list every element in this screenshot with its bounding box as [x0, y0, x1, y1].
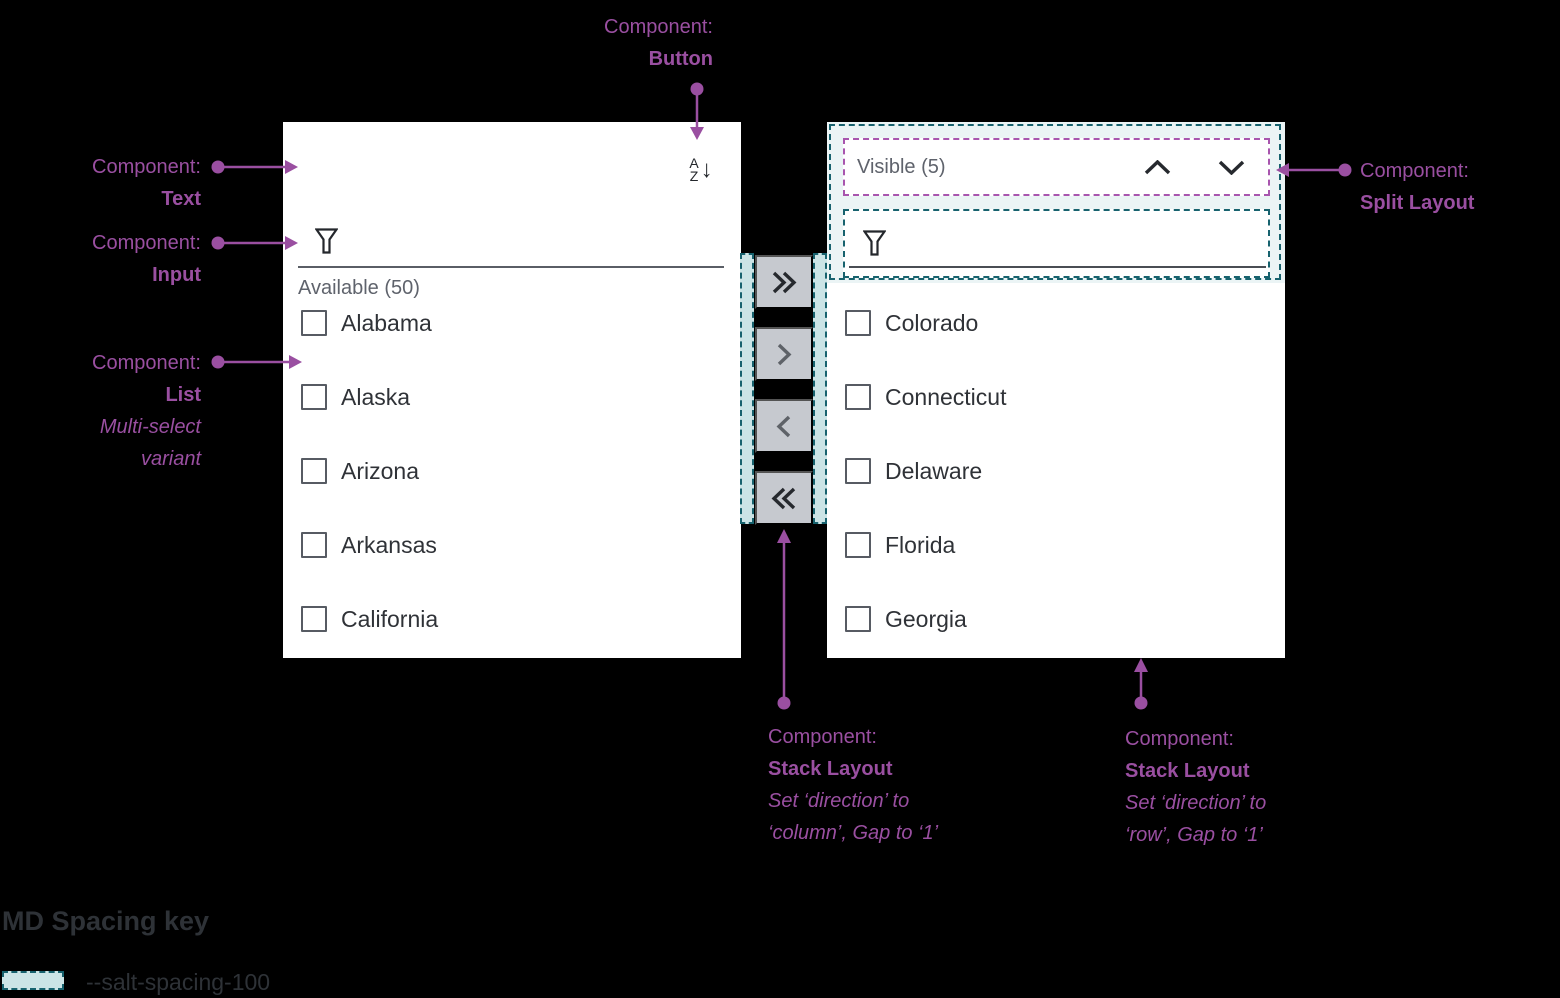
checkbox[interactable] — [301, 458, 327, 484]
annotation-text: Component: Text — [92, 156, 201, 210]
item-label: California — [341, 605, 439, 632]
list-item[interactable]: California — [283, 582, 741, 656]
visible-list-panel: Visible (5) — [827, 122, 1285, 658]
move-right-button[interactable] — [755, 327, 813, 381]
annotation-stack-layout-column: Component: Stack Layout Set ‘direction’ … — [768, 726, 939, 844]
checkbox[interactable] — [845, 310, 871, 336]
list-item[interactable]: Georgia — [827, 582, 1285, 656]
double-chevron-left-icon — [770, 487, 798, 510]
move-up-button[interactable] — [1140, 150, 1174, 184]
spacing-key-swatch — [2, 971, 64, 990]
move-left-button[interactable] — [755, 399, 813, 453]
annotation-input: Component: Input — [92, 232, 201, 286]
available-filter-input[interactable] — [350, 226, 720, 260]
item-label: Georgia — [885, 605, 967, 632]
item-label: Colorado — [885, 309, 979, 336]
item-label: Alabama — [341, 309, 432, 336]
filter-funnel-icon — [315, 228, 338, 254]
item-label: Arizona — [341, 457, 419, 484]
checkbox[interactable] — [301, 532, 327, 558]
chevron-left-icon — [770, 415, 798, 438]
checkbox[interactable] — [845, 532, 871, 558]
visible-filter-field — [849, 213, 1266, 268]
annotation-list: Component: List Multi-select variant — [92, 352, 201, 470]
visible-list: Colorado Connecticut Delaware Florida Ge… — [827, 286, 1285, 656]
checkbox[interactable] — [845, 606, 871, 632]
split-layout-header: Visible (5) — [843, 138, 1270, 196]
move-all-right-button[interactable] — [755, 255, 813, 309]
item-label: Delaware — [885, 457, 983, 484]
checkbox[interactable] — [845, 458, 871, 484]
split-layout-region: Visible (5) — [827, 122, 1285, 283]
available-filter-field — [298, 218, 724, 268]
spacing-highlight-frame — [829, 124, 1281, 280]
list-item[interactable]: Colorado — [827, 286, 1285, 360]
annotation-stack-layout-row: Component: Stack Layout Set ‘direction’ … — [1125, 728, 1267, 846]
visible-filter-box — [843, 209, 1270, 278]
spacing-highlight-right — [813, 253, 827, 524]
item-label: Connecticut — [885, 383, 1007, 410]
chevron-right-icon — [770, 343, 798, 366]
visible-title: Visible (5) — [857, 155, 946, 178]
checkbox[interactable] — [301, 384, 327, 410]
checkbox[interactable] — [845, 384, 871, 410]
available-list: Alabama Alaska Arizona Arkansas Californ… — [283, 286, 741, 656]
checkbox[interactable] — [301, 310, 327, 336]
list-item[interactable]: Florida — [827, 508, 1285, 582]
spacing-highlight-left — [740, 253, 754, 524]
item-label: Alaska — [341, 383, 411, 410]
list-item[interactable]: Alaska — [283, 360, 741, 434]
list-item[interactable]: Delaware — [827, 434, 1285, 508]
chevron-up-icon — [1144, 159, 1171, 175]
move-down-button[interactable] — [1214, 150, 1248, 184]
list-item[interactable]: Arkansas — [283, 508, 741, 582]
item-label: Florida — [885, 531, 956, 558]
spacing-key-title: MD Spacing key — [2, 906, 210, 936]
move-all-left-button[interactable] — [755, 471, 813, 525]
chevron-down-icon — [1218, 160, 1245, 175]
annotation-split-layout: Component: Split Layout — [1360, 160, 1475, 214]
item-label: Arkansas — [341, 531, 437, 558]
available-title: Available (50) — [298, 277, 420, 299]
filter-funnel-icon — [863, 230, 886, 256]
annotation-button: Component: Button — [604, 16, 713, 70]
list-item[interactable]: Alabama — [283, 286, 741, 360]
spacing-key-token: --salt-spacing-100 — [86, 969, 271, 995]
checkbox[interactable] — [301, 606, 327, 632]
sort-descending-arrow-icon: ↓ — [700, 156, 713, 183]
list-item[interactable]: Connecticut — [827, 360, 1285, 434]
visible-filter-input[interactable] — [901, 221, 1262, 260]
double-chevron-right-icon — [770, 271, 798, 294]
list-item[interactable]: Arizona — [283, 434, 741, 508]
